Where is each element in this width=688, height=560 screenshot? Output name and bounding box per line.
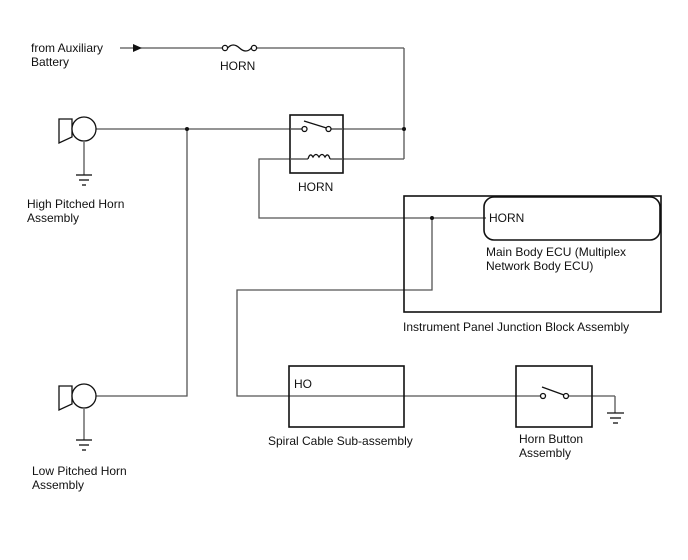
switch-icon: [515, 365, 593, 428]
wire-ecu-to-spiral: [236, 218, 433, 397]
junction-dot: [430, 216, 434, 220]
wire-coil-to-ecu: [258, 158, 486, 219]
horn-icon: [58, 383, 97, 412]
ground-icon: [607, 412, 624, 424]
source-label: from Auxiliary: [31, 41, 103, 55]
ecu-terminal-box: [483, 196, 661, 241]
junction-dot: [402, 127, 406, 131]
horn-button-label-line2: Assembly: [519, 446, 571, 460]
relay-label: HORN: [298, 180, 333, 194]
junction-block-box: [403, 195, 662, 313]
high-horn-label-line2: Assembly: [27, 211, 79, 225]
ecu-label: Main Body ECU (Multiplex: [486, 245, 626, 259]
junction-block-label: Instrument Panel Junction Block Assembly: [403, 320, 629, 334]
wires: [83, 47, 616, 440]
fuse-icon: [221, 44, 258, 52]
wire-horn-bus: [96, 129, 188, 397]
spiral-cable-box: [288, 365, 405, 428]
spiral-cable-label: Spiral Cable Sub-assembly: [268, 434, 413, 448]
ecu-label-line2: Network Body ECU): [486, 259, 593, 273]
ground-icon: [76, 174, 92, 186]
high-horn-label: High Pitched Horn: [27, 197, 124, 211]
ground-icon: [76, 439, 92, 451]
arrow-icon: [133, 44, 142, 52]
fuse-label: HORN: [220, 59, 255, 73]
relay-icon: [289, 114, 344, 174]
low-horn-label: Low Pitched Horn: [32, 464, 127, 478]
ecu-terminal-label: HORN: [489, 211, 524, 225]
horn-button-label: Horn Button: [519, 432, 583, 446]
low-horn-label-line2: Assembly: [32, 478, 84, 492]
source-label-line2: Battery: [31, 55, 69, 69]
spiral-cable-terminal: HO: [294, 377, 312, 391]
horn-icon: [58, 116, 97, 145]
junction-dot: [185, 127, 189, 131]
